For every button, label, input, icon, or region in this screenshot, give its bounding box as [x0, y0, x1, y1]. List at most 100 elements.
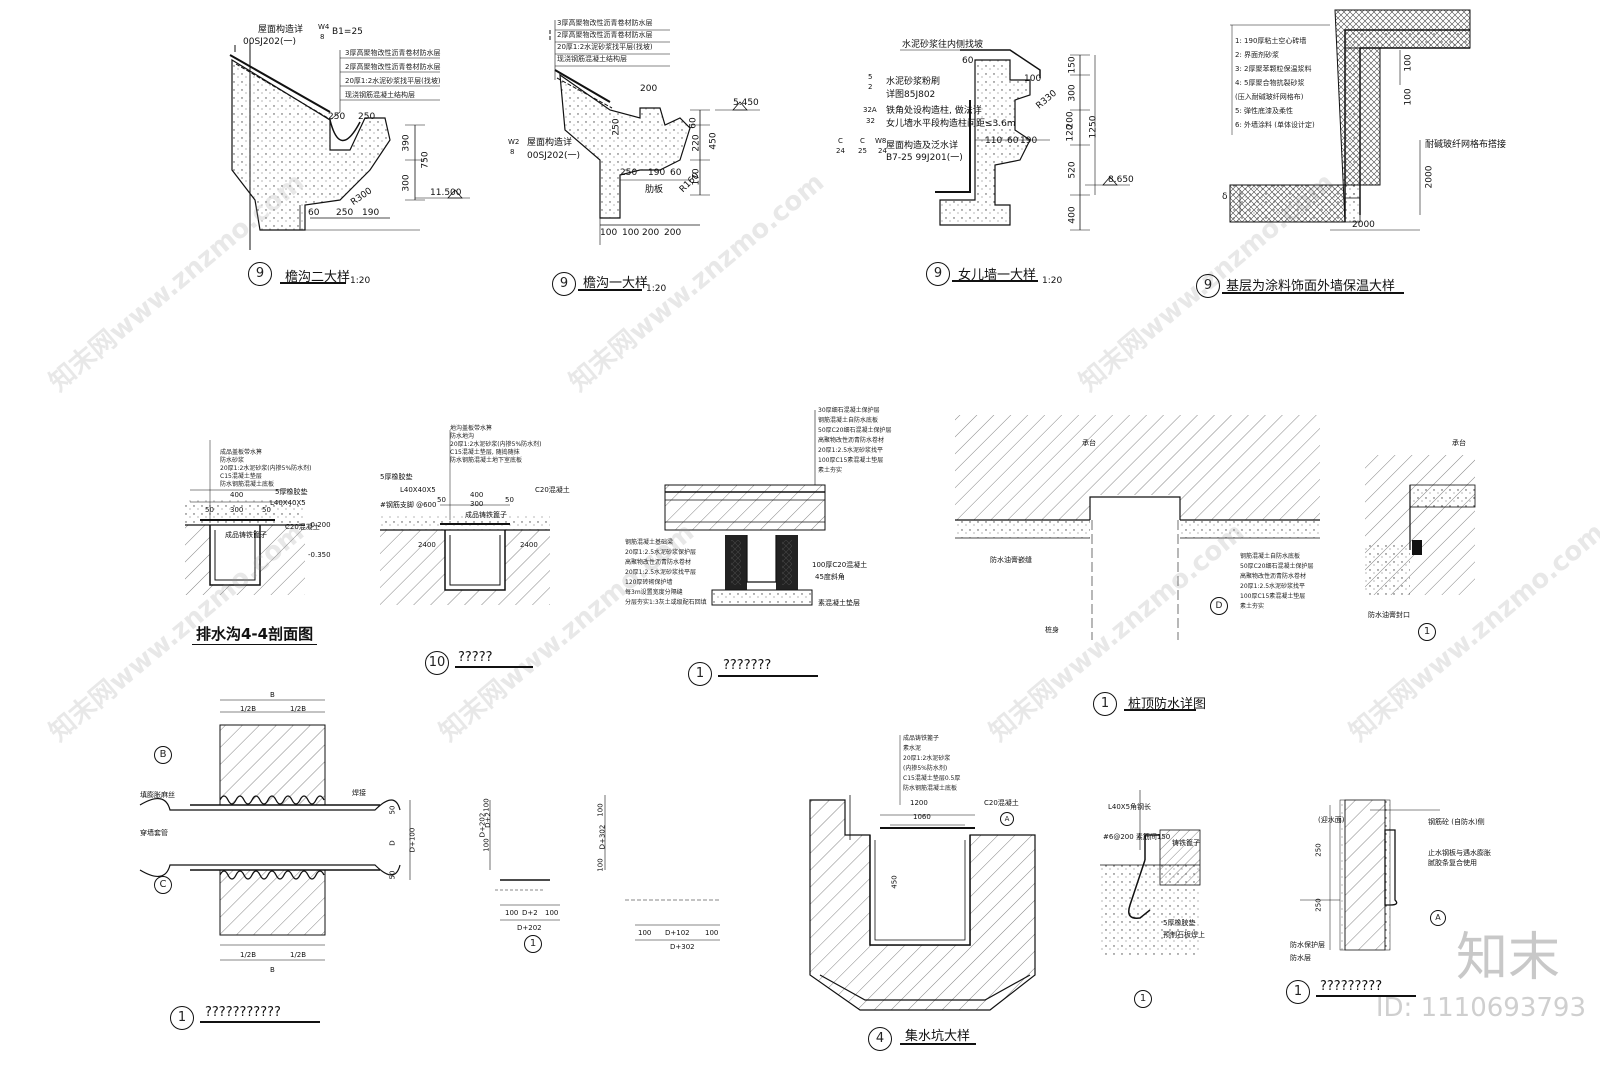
dlast-note: 防水层: [1290, 954, 1311, 962]
title-underline: [1222, 292, 1404, 294]
brand-logo: 知末: [1455, 928, 1560, 988]
d10-part: 5厚橡胶垫: [380, 473, 413, 481]
d1a-right: 45度斜角: [815, 573, 845, 581]
dim: D+2: [483, 812, 492, 828]
dim: D+102: [665, 929, 690, 937]
dim: 100: [482, 798, 491, 812]
detail-index-circle: 9: [248, 262, 272, 286]
detail-index-circle: 9: [552, 272, 576, 296]
eaves1-ref: 屋面构造详: [527, 138, 573, 148]
dim: 750: [420, 151, 431, 169]
dlast-note: 防水保护层: [1290, 941, 1325, 949]
d1b-note: 5厚橡胶垫: [1163, 919, 1196, 927]
dim: 100: [596, 858, 605, 872]
drain44-notes: 成品盖板带水箅 防水砂浆 20厚1:2水泥砂浆(内掺5%防水剂) C15混凝土垫…: [220, 449, 312, 488]
dim: 400: [470, 491, 484, 499]
dim: 100: [1403, 54, 1414, 72]
pipe-weld: 焊接: [352, 789, 366, 797]
d1a-right: 100厚C20混凝土: [812, 561, 868, 569]
dlast-top: (迎水面): [1318, 816, 1345, 824]
dim: 100: [705, 929, 719, 937]
dlast-note: 腻胶条复合使用: [1428, 859, 1477, 867]
dim: 250: [1314, 898, 1323, 912]
dim: D+2: [522, 909, 538, 917]
eaves1-notes: 3厚高聚物改性沥青卷材防水层 2厚高聚物改性沥青卷材防水层 20厚1:2水泥砂浆…: [557, 19, 653, 63]
detail-index-circle: 1: [1134, 990, 1152, 1008]
d1b-note: 铸铁篦子: [1172, 839, 1200, 847]
d10-dim: 2400: [418, 541, 436, 549]
dim: 100: [482, 838, 491, 852]
eaves2-notes: 3厚高聚物改性沥青卷材防水层 2厚高聚物改性沥青卷材防水层 20厚1:2水泥砂浆…: [345, 49, 441, 99]
dlast-note: 止水钢板与遇水膨胀: [1428, 849, 1491, 857]
dim: 220: [691, 134, 702, 152]
insul-mesh: 耐碱玻纤网格布搭接: [1425, 140, 1507, 150]
eaves1-title: 檐沟一大样: [583, 276, 649, 291]
scale: 1:20: [646, 284, 667, 294]
eaves2-tag2: 8: [320, 33, 325, 41]
pile-d-marker: D: [1210, 597, 1228, 615]
dim: 50: [437, 496, 446, 504]
sump-drawing: [809, 735, 1036, 1011]
sump-h: 450: [890, 875, 899, 889]
parapet-title: 女儿墙一大样: [958, 268, 1037, 283]
dim: 100: [1403, 88, 1414, 106]
dim: D+202: [517, 924, 542, 932]
detail-index-circle: 9: [1196, 274, 1220, 298]
pipe-title: ???????????: [205, 1005, 281, 1020]
pipe-half: 1/2B: [240, 705, 257, 713]
dim: 190: [362, 208, 380, 218]
parapet-note3: 女儿墙水平段构造柱间距≤3.6m: [886, 119, 1016, 129]
title-underline: [280, 282, 346, 284]
pile-drawing: [955, 415, 1476, 645]
section-marker-a: A: [1430, 910, 1446, 926]
drain44-drawing: [185, 440, 305, 595]
eaves1-std: 00SJ202(一): [527, 151, 581, 161]
dim: 60: [670, 168, 682, 178]
section-marker-a: A: [1000, 812, 1014, 826]
dlast-note: 钢筋砼 (自防水)侧: [1428, 818, 1485, 826]
d1a-drawing: [664, 410, 826, 606]
parapet-tag: 32A: [863, 106, 877, 114]
pipe-d50: 50: [388, 805, 397, 815]
dim: 250: [328, 112, 346, 122]
pipe-b: B: [270, 966, 275, 974]
parapet-note4b: B7-25 99J201(一): [886, 153, 963, 163]
pipe-sleeve: 穿墙套管: [140, 829, 168, 837]
parapet-elev: 8.650: [1108, 175, 1134, 185]
eaves1-tag2: 8: [510, 148, 515, 156]
dim: 100: [622, 228, 640, 238]
dim: 120: [1065, 124, 1076, 142]
parapet-tag: 25: [858, 147, 867, 155]
parapet-tag: 5: [868, 73, 873, 81]
detail-index-circle: 1: [1286, 980, 1310, 1004]
scale: 1:20: [350, 276, 371, 286]
dim: 520: [1067, 161, 1078, 179]
parapet-note1: 水泥砂浆粉刷: [886, 77, 941, 87]
pile-title: 桩顶防水详图: [1128, 697, 1207, 712]
dim: 100: [1024, 74, 1042, 84]
title-underline: [192, 644, 317, 645]
dim: 60: [688, 117, 699, 129]
d10-conc: C20混凝土: [535, 486, 570, 494]
insul-title: 基层为涂料饰面外墙保温大样: [1226, 279, 1396, 294]
parapet-tag: 24: [878, 147, 887, 155]
parapet-tag: C: [838, 137, 843, 145]
dim: 400: [230, 491, 244, 499]
title-underline: [1316, 995, 1416, 997]
detail-index-circle: 9: [926, 262, 950, 286]
small-details-drawing: [489, 795, 720, 941]
dim: 100: [596, 803, 605, 817]
dim: 250: [336, 208, 354, 218]
sump-title: 集水坑大样: [905, 1029, 971, 1044]
dim: 300: [401, 174, 412, 192]
parapet-top-note: 水泥砂浆往内侧找坡: [902, 40, 984, 50]
dim: 300: [1067, 84, 1078, 102]
pipe-d100: D+100: [408, 827, 417, 853]
eaves2-b: B1=25: [332, 27, 363, 37]
dim: 250: [1314, 843, 1323, 857]
sump-notes: 成品铸铁篦子 素水泥 20厚1:2水泥砂浆 (内掺5%防水剂) C15混凝土垫层…: [903, 735, 961, 792]
d10-drawing: [380, 430, 550, 605]
pipe-half: 1/2B: [290, 951, 307, 959]
dim: 450: [708, 132, 719, 150]
